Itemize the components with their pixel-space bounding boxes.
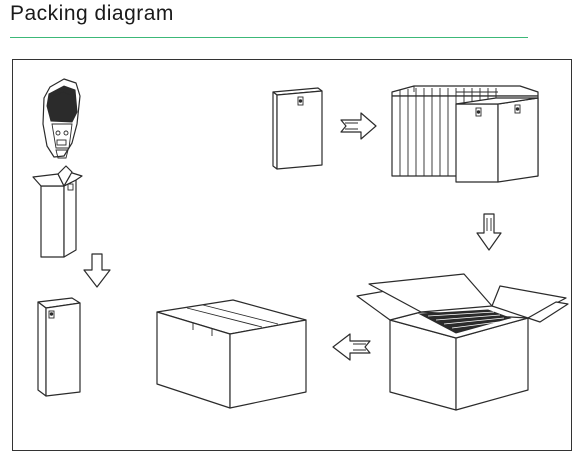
inner-box-stack: [391, 85, 539, 183]
inner-box-open: [32, 165, 83, 258]
arrow-down-icon-2: [476, 213, 502, 251]
arrow-left-icon: [332, 333, 371, 361]
outer-carton-open: [356, 273, 569, 411]
title-underline: [10, 37, 528, 38]
inner-box-single: [272, 87, 323, 170]
outer-carton-sealed: [156, 299, 307, 409]
arrow-down-icon: [83, 253, 111, 288]
diagram-frame: [12, 59, 572, 451]
street-light-fixture: [42, 78, 81, 159]
page-title: Packing diagram: [10, 2, 174, 25]
inner-box-sealed: [37, 297, 81, 397]
arrow-right-icon: [340, 112, 377, 140]
